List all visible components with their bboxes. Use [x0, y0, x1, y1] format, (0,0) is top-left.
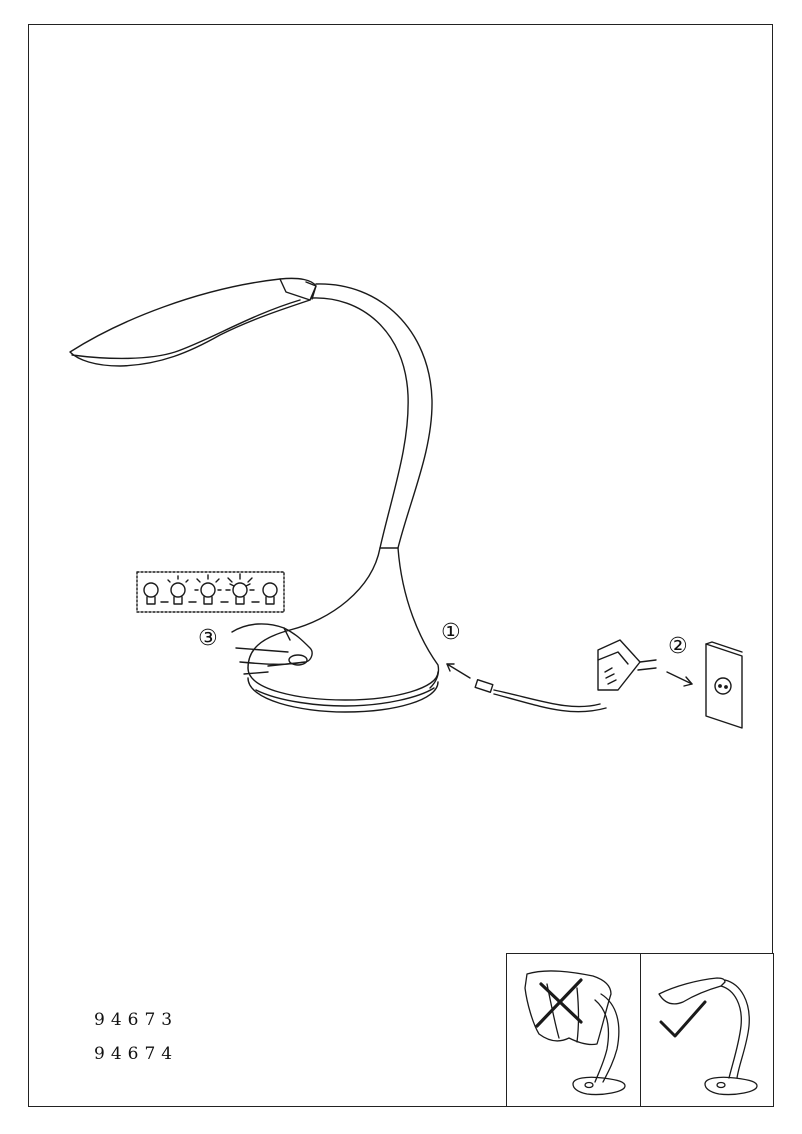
model-numbers: 94673 94674 [94, 1003, 178, 1071]
covered-lamp-drawing [524, 970, 626, 1096]
arrow-icon [666, 671, 693, 685]
step-1-label: ① [441, 620, 461, 645]
brightness-steps-box [136, 571, 285, 613]
bulb-off-icon [143, 582, 159, 605]
do-not-cover-cell [507, 954, 640, 1106]
power-adapter [597, 639, 657, 691]
model-number: 94674 [94, 1044, 179, 1064]
uncovered-lamp-drawing [658, 977, 758, 1096]
arrow-icon [446, 663, 471, 679]
page-frame [28, 24, 773, 1107]
lamp-arm [311, 283, 433, 549]
correct-use-cell [641, 954, 774, 1106]
check-mark-icon [659, 1000, 707, 1038]
step-3-label: ③ [198, 626, 218, 651]
bulb-medium-icon [194, 574, 222, 605]
lamp-base [247, 547, 440, 713]
step-2-label: ② [668, 634, 688, 659]
usage-panel [506, 953, 774, 1107]
panel-divider [640, 954, 641, 1106]
wall-socket [666, 641, 743, 729]
bulb-off-icon [262, 582, 278, 605]
lamp-head [69, 277, 317, 367]
bulb-dim-icon [167, 575, 189, 605]
hand-touch [231, 623, 313, 675]
power-cable [446, 663, 607, 713]
model-number: 94673 [94, 1010, 179, 1030]
cross-mark-icon [535, 978, 583, 1028]
bulb-bright-icon [225, 573, 255, 605]
